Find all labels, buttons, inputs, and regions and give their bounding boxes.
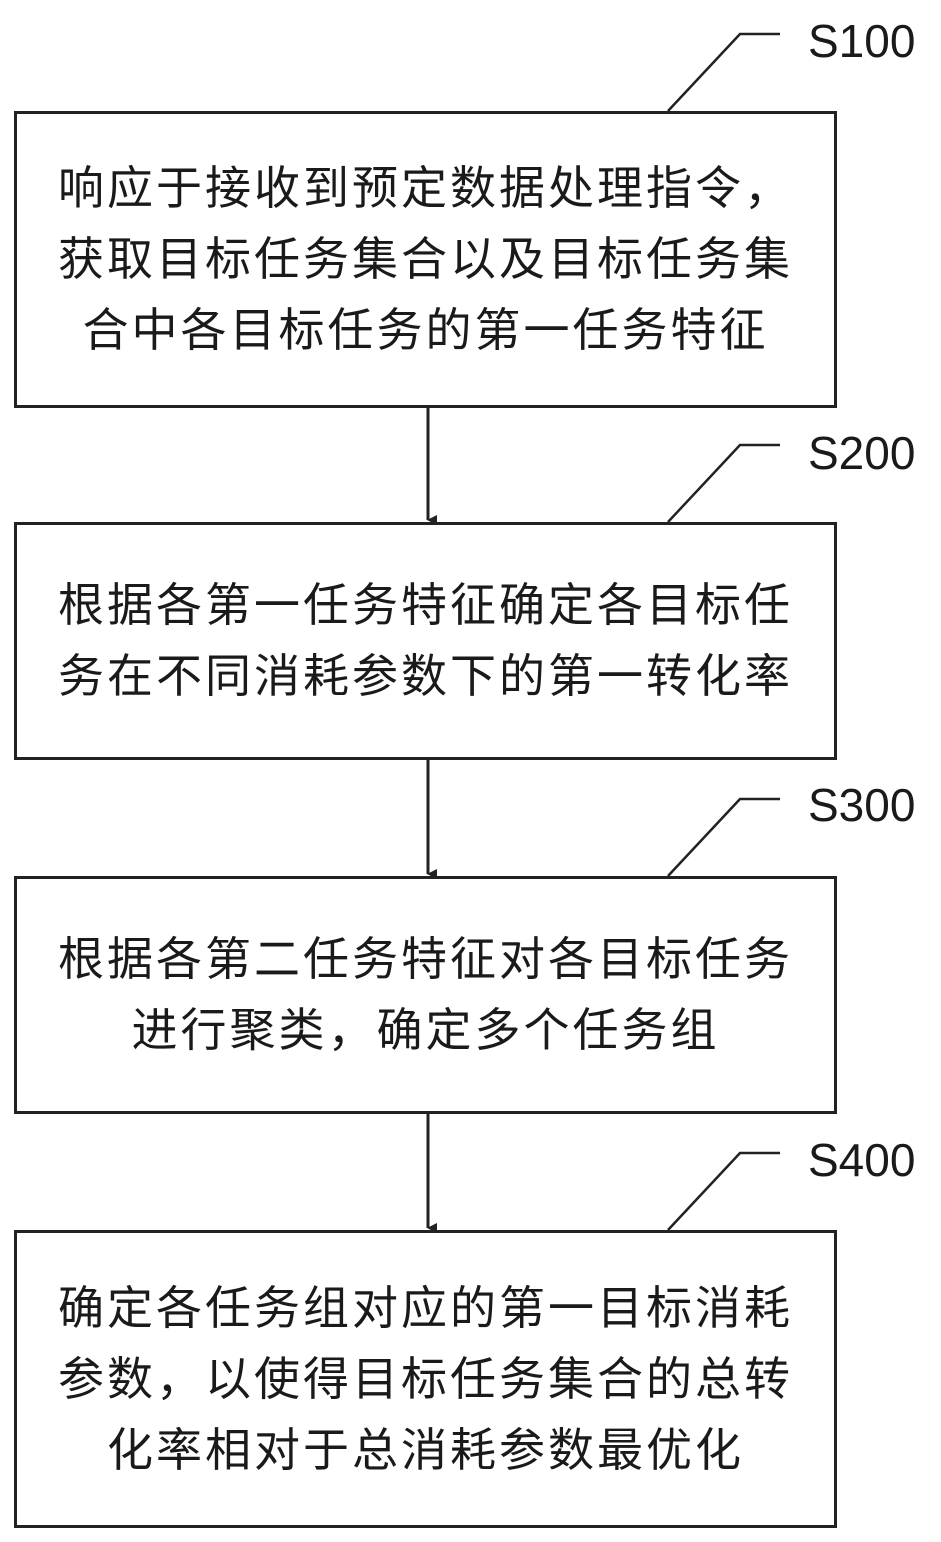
step-text-s300: 根据各第二任务特征对各目标任务进行聚类，确定多个任务组: [58, 932, 793, 1057]
leader-line-s100: [667, 32, 780, 112]
step-label-s100: S100: [808, 15, 916, 67]
leader-line-s300: [667, 797, 780, 877]
step-box-s300: 根据各第二任务特征对各目标任务进行聚类，确定多个任务组: [14, 876, 837, 1114]
step-label-s200: S200: [808, 427, 916, 479]
step-text-s400: 确定各任务组对应的第一目标消耗参数，以使得目标任务集合的总转化率相对于总消耗参数…: [58, 1280, 793, 1477]
leader-line-s400: [667, 1151, 780, 1231]
leader-line-s200: [667, 443, 780, 523]
step-label-s400: S400: [808, 1134, 916, 1186]
step-box-s200: 根据各第一任务特征确定各目标任务在不同消耗参数下的第一转化率: [14, 522, 837, 760]
step-box-s400: 确定各任务组对应的第一目标消耗参数，以使得目标任务集合的总转化率相对于总消耗参数…: [14, 1230, 837, 1528]
step-text-s100: 响应于接收到预定数据处理指令，获取目标任务集合以及目标任务集合中各目标任务的第一…: [58, 161, 793, 357]
step-box-s100: 响应于接收到预定数据处理指令，获取目标任务集合以及目标任务集合中各目标任务的第一…: [14, 111, 837, 408]
step-label-s300: S300: [808, 779, 916, 831]
step-text-s200: 根据各第一任务特征确定各目标任务在不同消耗参数下的第一转化率: [58, 578, 793, 703]
